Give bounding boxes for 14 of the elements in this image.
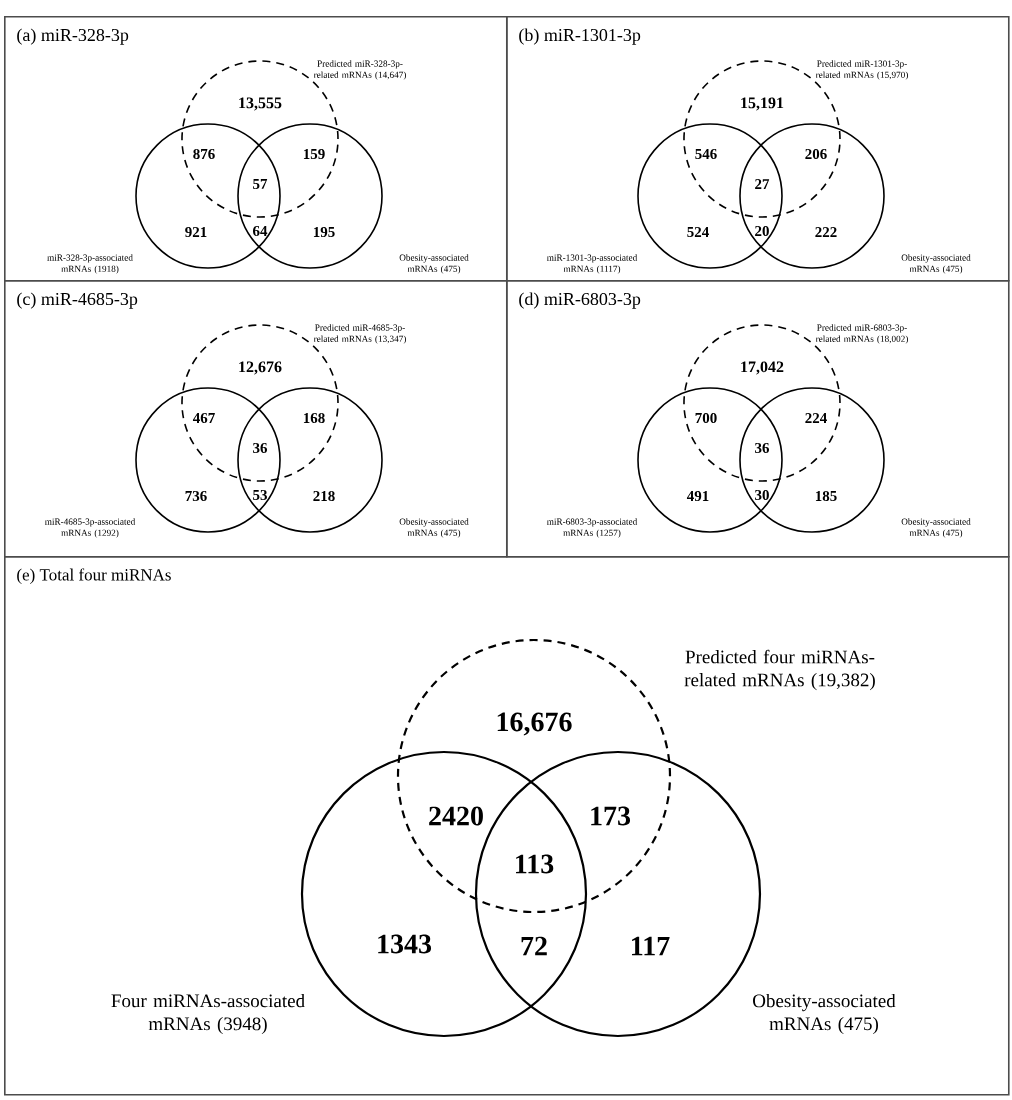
count-label: 173	[591, 806, 631, 826]
count-label: 113	[516, 854, 554, 874]
count-label: 1343	[378, 934, 432, 954]
count-label: 72	[521, 936, 547, 956]
node-label: Obesity-associated mRNAs (475)	[753, 993, 896, 1035]
count-label: 16,676	[497, 712, 572, 736]
count-label: 17,042	[741, 361, 784, 375]
node-label: Predicted four miRNAs-related mRNAs (19,382)	[684, 649, 875, 691]
count-label: 117	[632, 936, 670, 956]
count-label: 13,555	[239, 97, 282, 111]
node-label: Four miRNAs-associated mRNAs (3948)	[111, 993, 305, 1035]
count-label: 12,676	[239, 361, 282, 375]
count-label: 2420	[429, 806, 483, 826]
count-label: 15,191	[741, 97, 784, 111]
